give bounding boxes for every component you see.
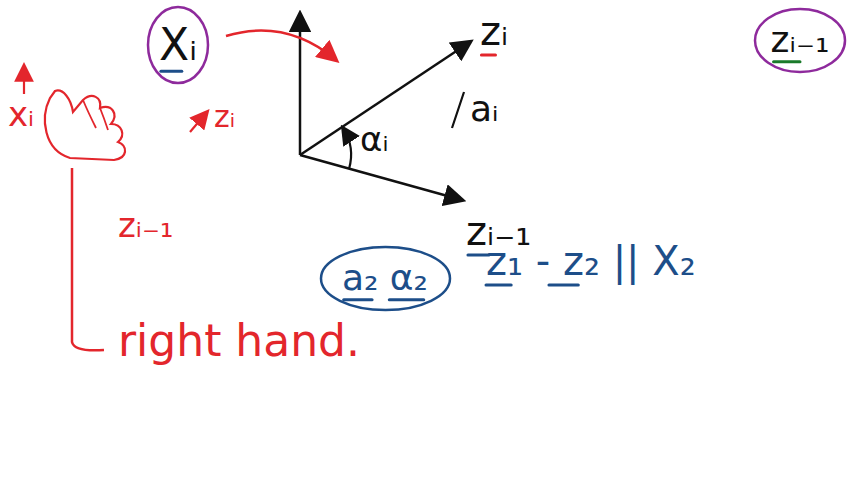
label-holder: aᵢ bbox=[470, 88, 499, 129]
label-holder: αᵢ bbox=[360, 120, 389, 159]
node-text: a₂ α₂ bbox=[342, 257, 428, 298]
axis-arrow bbox=[190, 112, 207, 132]
axis-arrow bbox=[23, 66, 25, 94]
node-text: Xᵢ bbox=[159, 20, 197, 71]
underline-stroke bbox=[161, 70, 182, 73]
length-label: aᵢ bbox=[470, 88, 499, 129]
circle-outline bbox=[148, 7, 208, 83]
circle-outline bbox=[755, 9, 845, 72]
circled-parameters: a₂ α₂ bbox=[319, 245, 452, 312]
hand-sketch bbox=[45, 91, 125, 160]
circled-symbol: Xᵢ bbox=[146, 5, 210, 85]
axis-arrow bbox=[300, 155, 462, 200]
angle-arc bbox=[343, 128, 351, 169]
axis-label: zᵢ₋₁ bbox=[118, 206, 174, 245]
rotation-arrow bbox=[226, 31, 336, 60]
bracket-line bbox=[72, 168, 104, 350]
circled-symbol: zᵢ₋₁ bbox=[753, 7, 847, 74]
note-text: right hand. bbox=[118, 316, 360, 367]
angle-label: αᵢ bbox=[360, 120, 389, 159]
axis-label: zᵢ bbox=[480, 8, 508, 54]
note-text: z₁ - z₂ || X₂ bbox=[486, 238, 696, 284]
label-holder: zᵢ₋₁ bbox=[118, 206, 174, 245]
axis-arrow bbox=[299, 14, 302, 155]
underline-stroke bbox=[344, 298, 372, 301]
label-holder: xᵢ bbox=[8, 95, 34, 134]
circle-outline bbox=[321, 247, 450, 310]
slash-mark bbox=[452, 92, 464, 128]
label-holder: right hand. bbox=[118, 316, 360, 367]
axis-label: zᵢ bbox=[214, 100, 235, 135]
node-text: zᵢ₋₁ bbox=[771, 19, 830, 60]
hand-sketch bbox=[83, 100, 108, 130]
underline-stroke bbox=[389, 298, 423, 301]
underline-stroke bbox=[774, 60, 800, 63]
axis-label: xᵢ bbox=[8, 95, 34, 134]
label-holder: z₁ - z₂ || X₂ bbox=[486, 238, 696, 284]
label-holder: zᵢ bbox=[480, 8, 508, 54]
underline-group bbox=[161, 55, 800, 300]
label-holder: zᵢ bbox=[214, 100, 235, 135]
